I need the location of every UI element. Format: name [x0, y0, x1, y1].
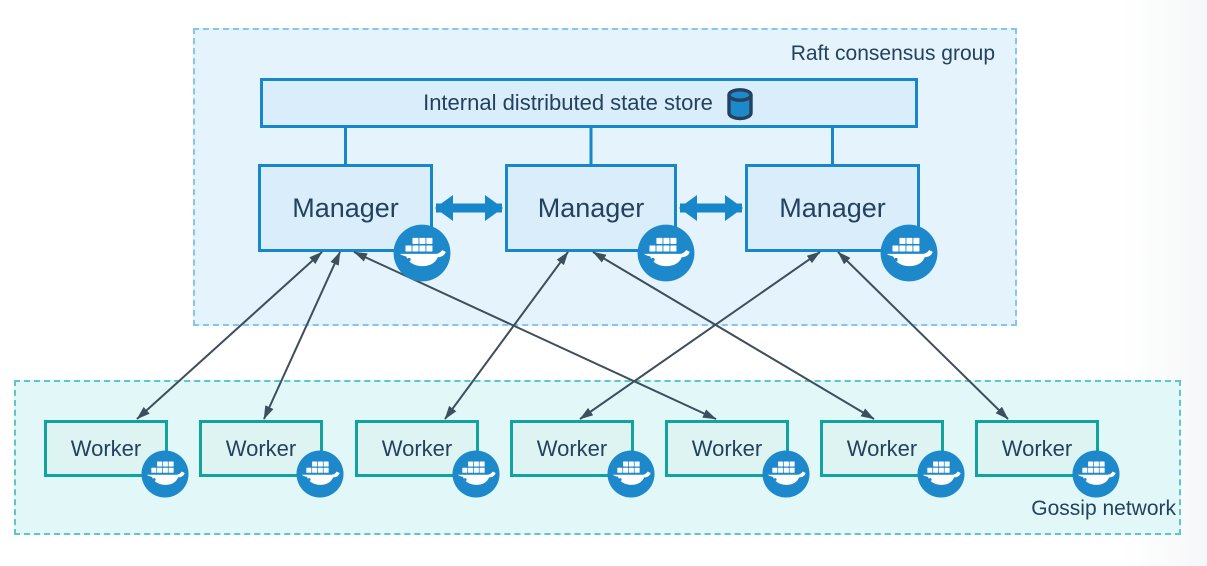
worker-label: Worker [225, 435, 297, 461]
worker-label: Worker [1001, 435, 1073, 461]
manager-label: Manager [537, 192, 645, 223]
docker-whale-icon [296, 450, 344, 498]
worker-node-7: Worker [975, 420, 1099, 477]
manager-label: Manager [292, 192, 399, 223]
docker-whale-icon [637, 224, 695, 282]
worker-label: Worker [381, 435, 453, 461]
gossip-network-label: Gossip network [1031, 497, 1176, 520]
worker-label: Worker [536, 435, 608, 461]
raft-consensus-group-label: Raft consensus group [790, 42, 995, 65]
worker-label: Worker [846, 435, 918, 461]
docker-whale-icon [1072, 450, 1120, 498]
worker-label: Worker [691, 435, 763, 461]
docker-whale-icon [452, 450, 500, 498]
worker-label: Worker [70, 435, 142, 461]
worker-node-5: Worker [665, 420, 789, 477]
manager-label: Manager [779, 192, 886, 223]
database-icon [727, 88, 753, 121]
docker-whale-icon [762, 450, 810, 498]
state-store-box: Internal distributed state store [260, 78, 918, 128]
docker-whale-icon [880, 224, 938, 282]
docker-whale-icon [607, 450, 655, 498]
state-store-label: Internal distributed state store [423, 90, 713, 115]
docker-whale-icon [141, 450, 189, 498]
docker-whale-icon [393, 224, 451, 282]
docker-whale-icon [917, 450, 965, 498]
